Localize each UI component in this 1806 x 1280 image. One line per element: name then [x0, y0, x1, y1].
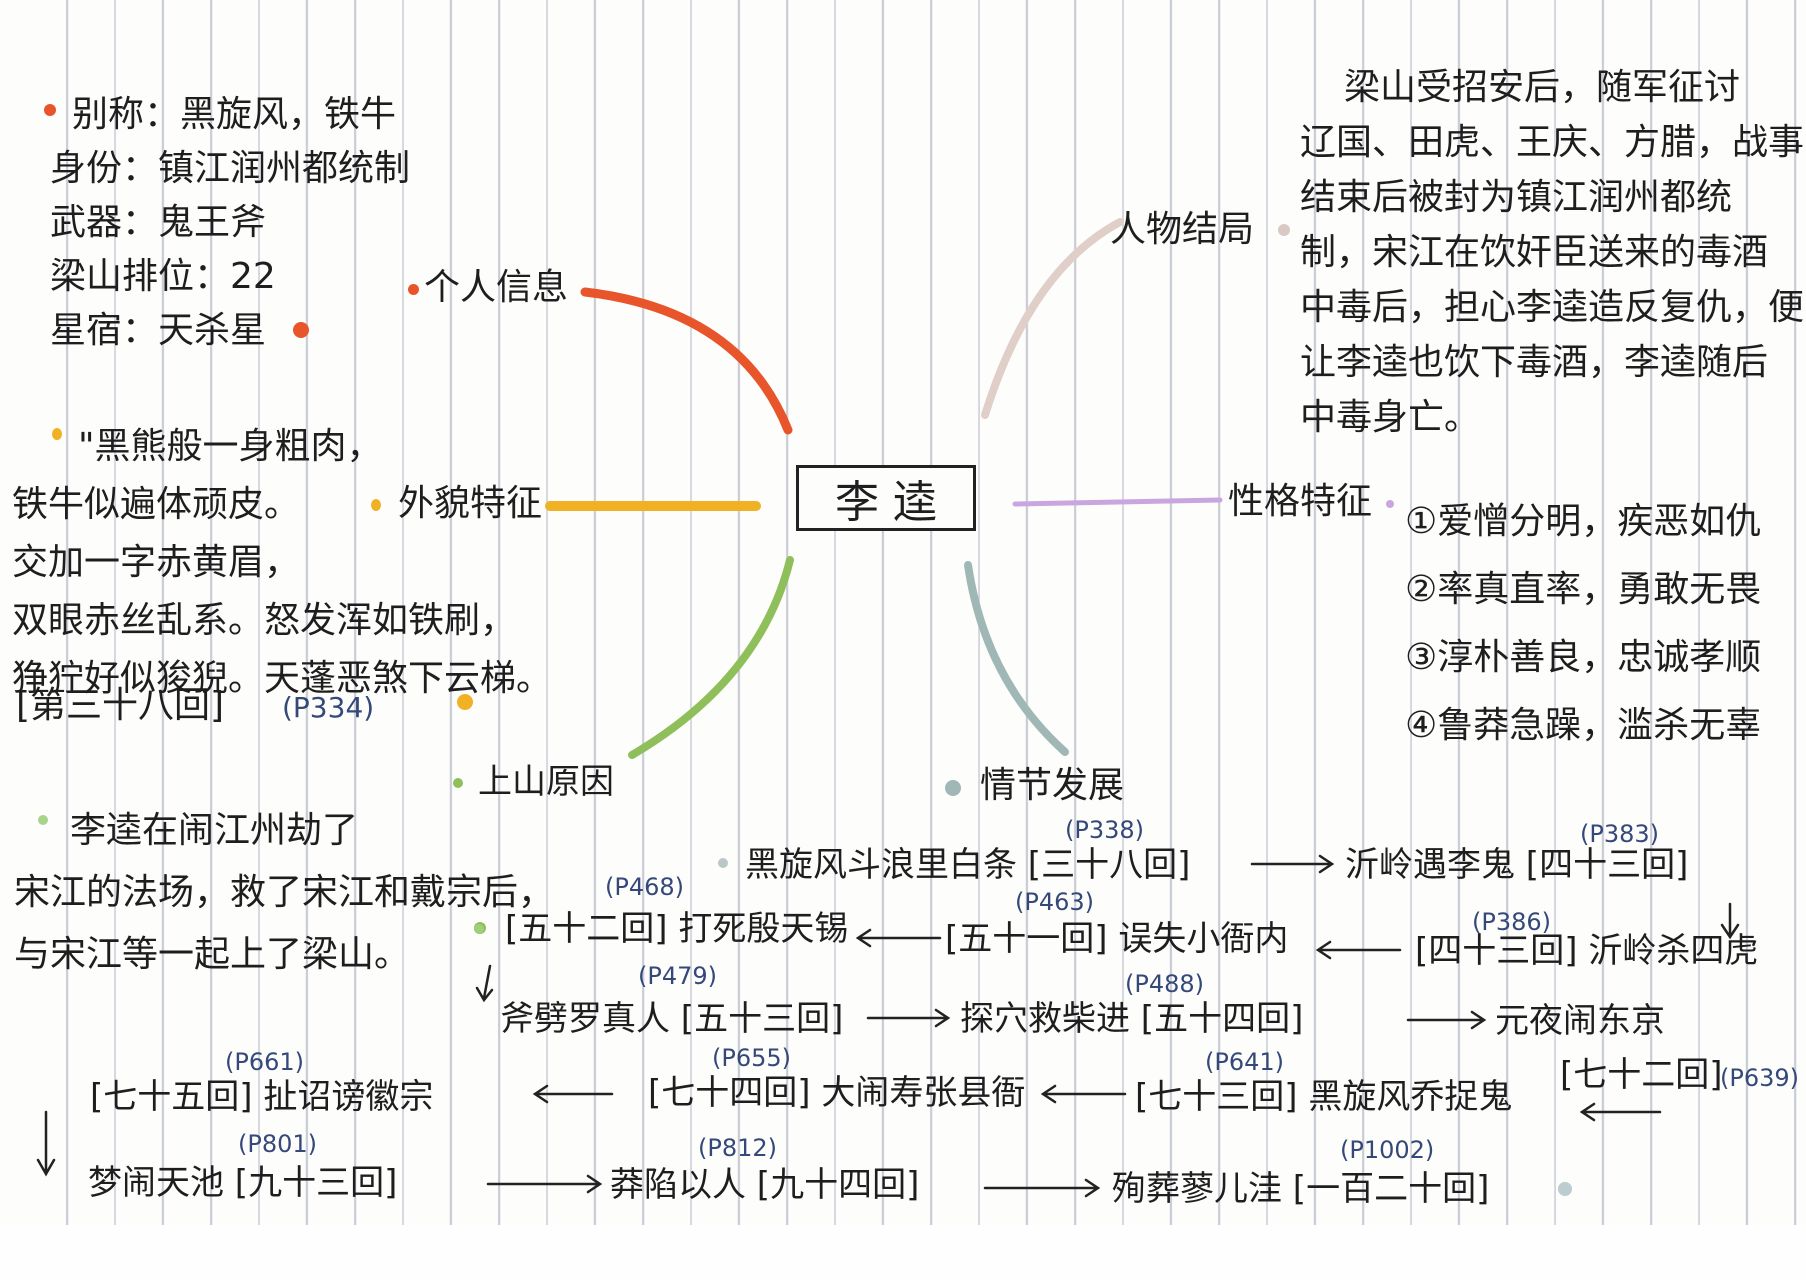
ending-line: 让李逵也饮下毒酒，李逵随后	[1300, 342, 1769, 383]
center-node: 李逵	[796, 465, 976, 531]
personality-label-dot	[1386, 500, 1394, 508]
branch-label-plot: 情节发展	[980, 765, 1125, 806]
plot-event: 沂岭遇李鬼 [四十三回]	[1345, 845, 1689, 885]
appearance-line: 双眼赤丝乱系。怒发浑如铁刷，	[12, 600, 517, 641]
ending-line: 结束后被封为镇江润州都统	[1300, 177, 1733, 218]
joining-label-dot	[453, 778, 463, 788]
personal-line: 梁山排位：22	[50, 256, 276, 297]
ending-block: 梁山受招安后，随军征讨 辽国、田虎、王庆、方腊，战事 结束后被封为镇江润州都统 …	[1300, 60, 1804, 445]
branch-label-appearance: 外貌特征	[398, 483, 543, 524]
connector-ending	[981, 218, 1124, 419]
connector-joining	[628, 556, 794, 759]
ending-line: 辽国、田虎、王庆、方腊，战事	[1300, 122, 1805, 163]
plot-event-page: (P639)	[1720, 1064, 1800, 1092]
personality-line: ③淳朴善良，忠诚孝顺	[1405, 637, 1762, 678]
plot-event: 斧劈罗真人 [五十三回]	[500, 999, 844, 1039]
plot-event: 黑旋风斗浪里白条 [三十八回]	[745, 845, 1191, 885]
ending-line: 中毒后，担心李逵造反复仇，便	[1300, 287, 1805, 328]
ending-label-dot	[1278, 224, 1290, 236]
plot-event: 莽陷以人 [九十四回]	[610, 1165, 920, 1205]
plot-event: [四十三回] 沂岭杀四虎	[1415, 931, 1759, 971]
joining-line: 宋江的法场，救了宋江和戴宗后，	[14, 872, 555, 913]
appearance-bullet-dot	[52, 428, 62, 440]
appearance-line: 交加一字赤黄眉，	[12, 542, 301, 583]
plot-event: 元夜闹东京	[1495, 1001, 1665, 1041]
joining-block: 李逵在闹江州劫了 宋江的法场，救了宋江和戴宗后， 与宋江等一起上了梁山。	[14, 800, 554, 986]
plot-event-page: (P1002)	[1340, 1136, 1435, 1164]
personal-end-dot	[293, 322, 309, 338]
plot-event-page: (P661)	[225, 1048, 305, 1076]
paper-margin	[0, 1225, 1806, 1280]
plot-event-page: (P479)	[638, 962, 718, 990]
joining-line: 与宋江等一起上了梁山。	[14, 934, 411, 975]
personal-label-dot	[408, 284, 419, 295]
plot-label-dot	[945, 780, 961, 796]
plot-joining-dot	[474, 924, 484, 934]
plot-event-page: (P812)	[698, 1134, 778, 1162]
appearance-label-dot	[371, 499, 381, 511]
plot-event-page: (P641)	[1205, 1048, 1285, 1076]
plot-event-page: (P655)	[712, 1044, 792, 1072]
appearance-citation: [第三十八回]	[16, 685, 225, 726]
connector-personality	[1012, 497, 1223, 507]
personal-bullet-dot	[44, 104, 56, 116]
plot-event: 探穴救柴进 [五十四回]	[960, 999, 1304, 1039]
plot-event: [七十二回]	[1560, 1055, 1723, 1095]
joining-bullet-dot	[38, 815, 48, 825]
personality-line: ④鲁莽急躁，滥杀无辜	[1405, 705, 1762, 746]
personality-line: ②率真直率，勇敢无畏	[1405, 569, 1762, 610]
connector-plot	[964, 561, 1069, 756]
plot-event-page: (P488)	[1125, 970, 1205, 998]
plot-event: [七十五回] 扯诏谤徽宗	[90, 1077, 434, 1117]
plot-event: [五十二回] 打死殷天锡	[505, 909, 849, 949]
plot-event: [七十四回] 大闹寿张县衙	[648, 1073, 1026, 1113]
plot-event: [五十一回] 误失小衙内	[945, 919, 1289, 959]
plot-start-dot	[718, 858, 728, 868]
branch-label-personality: 性格特征	[1228, 481, 1373, 522]
personal-info-block: 别称：黑旋风，铁牛 身份：镇江润州都统制 武器：鬼王斧 梁山排位：22 星宿：天…	[50, 88, 410, 358]
personal-line: 身份：镇江润州都统制	[50, 148, 411, 189]
ending-line: 中毒身亡。	[1300, 397, 1481, 438]
plot-event: [七十三回] 黑旋风乔捉鬼	[1135, 1077, 1513, 1117]
plot-arrows	[36, 854, 1740, 1198]
plot-event-page: (P468)	[605, 873, 685, 901]
appearance-line: 铁牛似遍体顽皮。	[12, 484, 301, 525]
plot-event: 殉葬蓼儿洼 [一百二十回]	[1112, 1169, 1490, 1209]
branch-label-joining: 上山原因	[478, 762, 614, 802]
plot-event-page: (P383)	[1580, 820, 1660, 848]
personal-line: 别称：黑旋风，铁牛	[72, 94, 397, 135]
personality-line: ①爱憎分明，疾恶如仇	[1405, 501, 1762, 542]
personal-line: 武器：鬼王斧	[50, 202, 267, 243]
branch-label-personal: 个人信息	[424, 267, 569, 308]
ending-line: 梁山受招安后，随军征讨	[1344, 67, 1741, 108]
plot-event-page: (P338)	[1065, 816, 1145, 844]
center-title: 李逵	[835, 477, 951, 528]
personal-line: 星宿：天杀星	[50, 310, 267, 351]
appearance-end-dot	[457, 694, 473, 710]
plot-event-page: (P801)	[238, 1130, 318, 1158]
branch-label-ending: 人物结局	[1110, 209, 1255, 250]
appearance-line: "黑熊般一身粗肉，	[78, 426, 383, 467]
ending-line: 制，宋江在饮奸臣送来的毒酒	[1300, 232, 1769, 273]
appearance-block: "黑熊般一身粗肉， 铁牛似遍体顽皮。 交加一字赤黄眉， 双眼赤丝乱系。怒发浑如铁…	[12, 418, 552, 708]
personality-block: ①爱憎分明，疾恶如仇 ②率真直率，勇敢无畏 ③淳朴善良，忠诚孝顺 ④鲁莽急躁，滥…	[1405, 488, 1761, 760]
joining-line: 李逵在闹江州劫了	[70, 810, 359, 851]
plot-event-page: (P463)	[1015, 888, 1095, 916]
connector-personal	[580, 287, 793, 435]
plot-event: 梦闹天池 [九十三回]	[88, 1163, 398, 1203]
plot-end-dot	[1558, 1182, 1572, 1196]
appearance-line: 狰狞好似狻猊。天蓬恶煞下云梯。	[12, 658, 553, 699]
appearance-page: (P334)	[282, 691, 375, 724]
plot-event-page: (P386)	[1472, 908, 1552, 936]
